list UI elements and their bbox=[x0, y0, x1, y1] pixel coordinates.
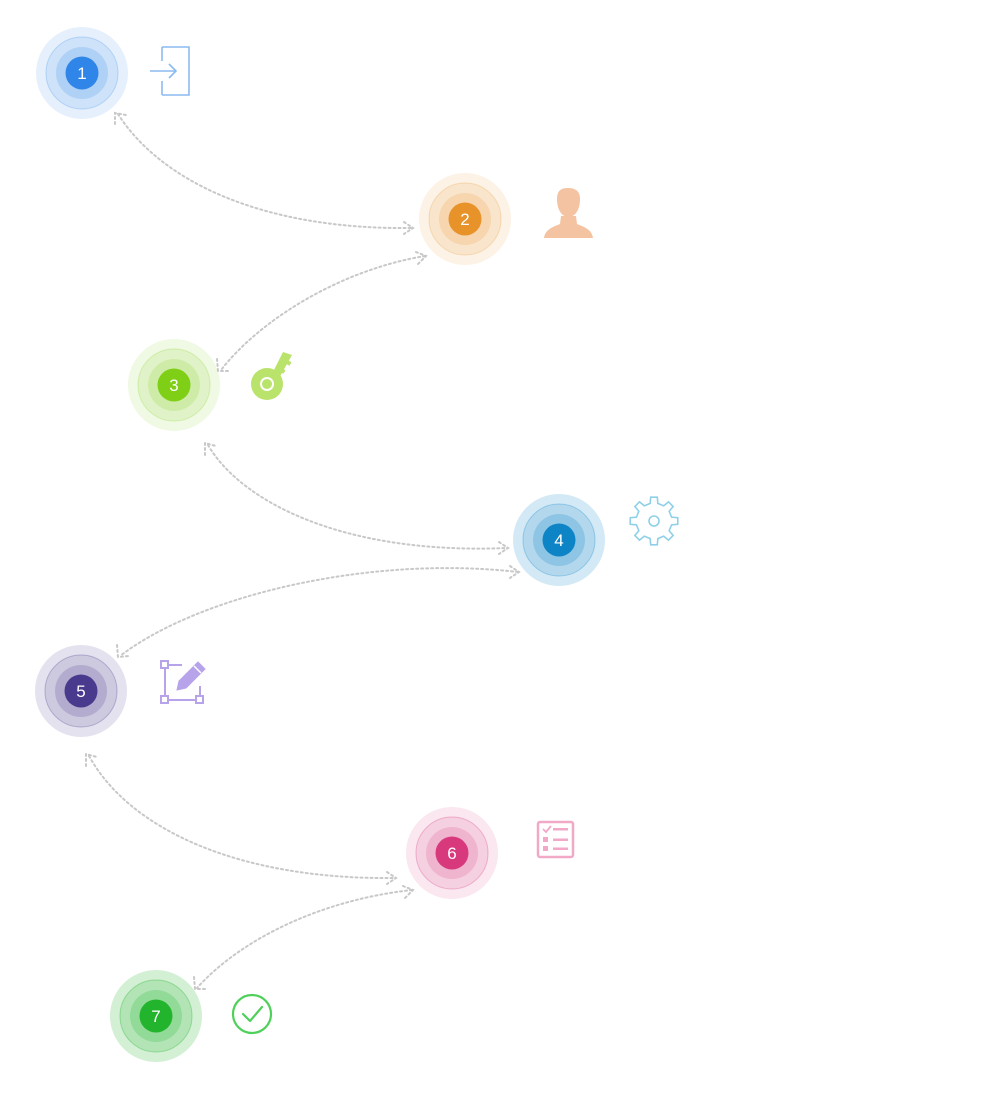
step-number: 1 bbox=[77, 64, 86, 83]
sign-in-icon bbox=[150, 46, 190, 96]
key-icon bbox=[251, 352, 292, 400]
connector-4-5 bbox=[116, 565, 521, 659]
step-number: 4 bbox=[554, 531, 563, 550]
step-number: 5 bbox=[76, 682, 85, 701]
step-number: 7 bbox=[151, 1007, 160, 1026]
edit-icon bbox=[160, 660, 206, 704]
connector-2-3 bbox=[216, 251, 428, 372]
check-circle-icon bbox=[231, 993, 273, 1035]
connector-6-7 bbox=[193, 885, 415, 990]
connector-3-4 bbox=[204, 441, 510, 555]
step-number: 6 bbox=[447, 844, 456, 863]
step-node-4: 4 bbox=[513, 494, 605, 586]
connector-1-2 bbox=[114, 111, 415, 235]
step-node-6: 6 bbox=[406, 807, 498, 899]
step-node-1: 1 bbox=[36, 27, 128, 119]
step-number: 2 bbox=[460, 210, 469, 229]
connectors bbox=[85, 111, 521, 990]
connector-5-6 bbox=[85, 752, 398, 885]
step-node-7: 7 bbox=[110, 970, 202, 1062]
step-node-2: 2 bbox=[419, 173, 511, 265]
gear-icon bbox=[629, 496, 679, 546]
user-icon bbox=[544, 188, 593, 238]
step-number: 3 bbox=[169, 376, 178, 395]
checklist-icon bbox=[536, 820, 575, 859]
step-node-3: 3 bbox=[128, 339, 220, 431]
step-node-5: 5 bbox=[35, 645, 127, 737]
